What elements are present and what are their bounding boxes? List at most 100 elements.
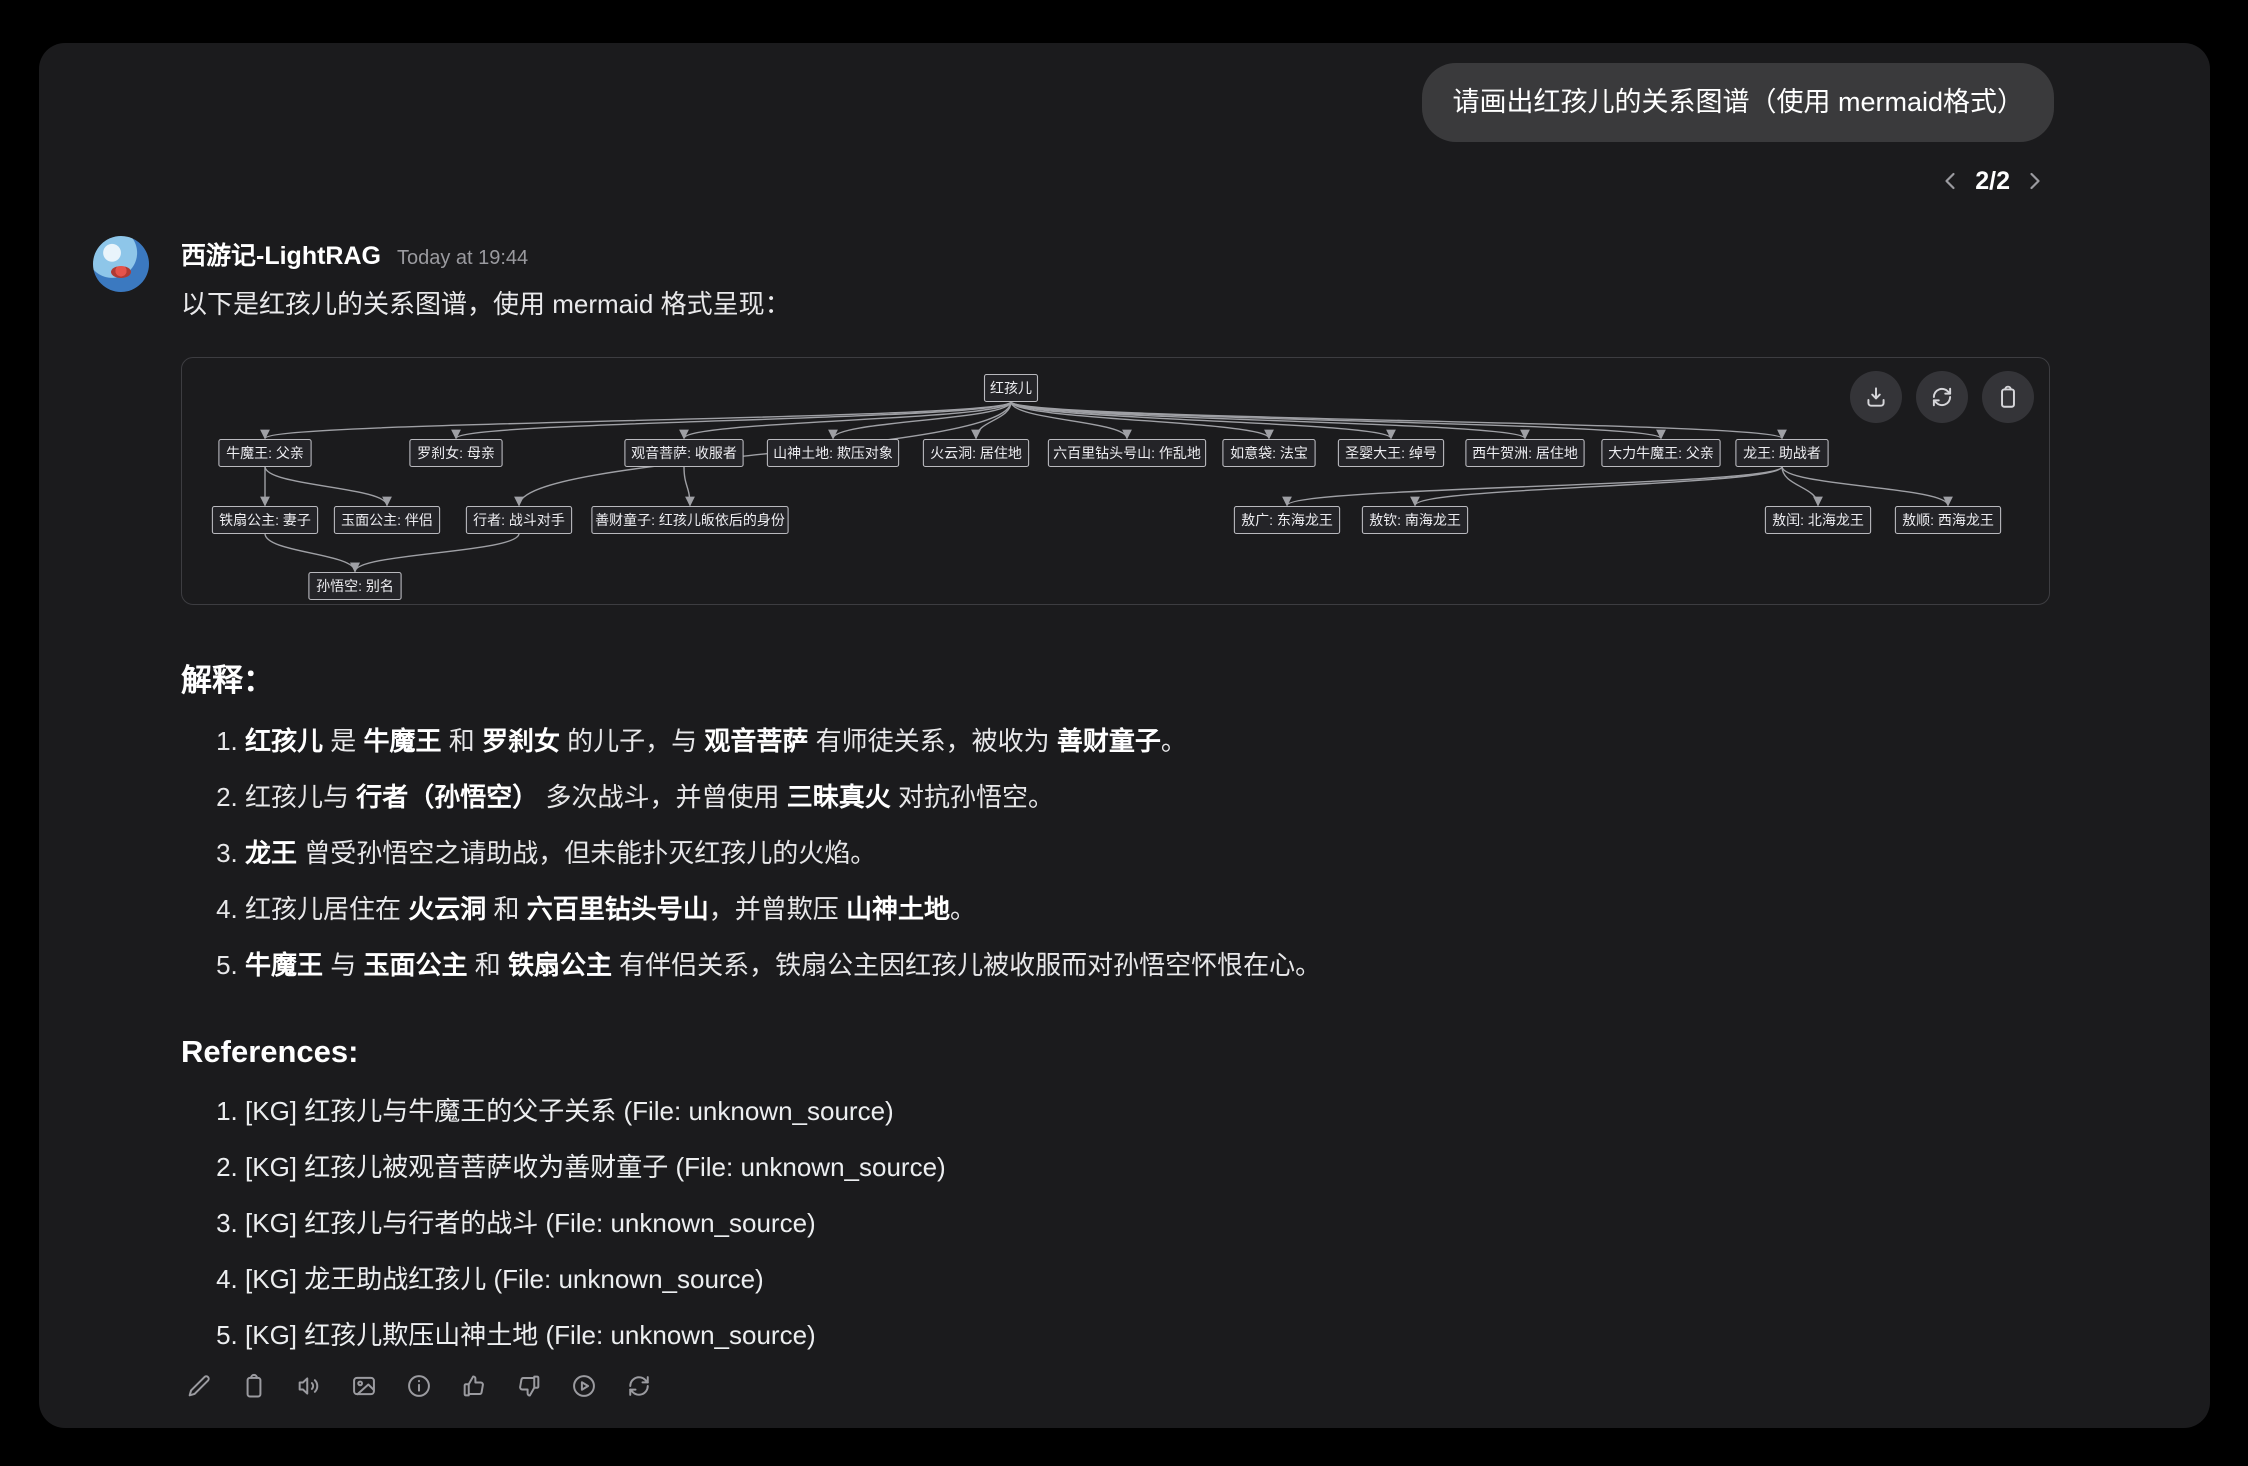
assistant-message: 西游记-LightRAG Today at 19:44 以下是红孩儿的关系图谱，… [93,236,2054,1400]
svg-text:玉面公主: 伴侣: 玉面公主: 伴侣 [341,512,433,528]
graph-edge [828,401,1012,440]
author-name[interactable]: 西游记-LightRAG [181,242,381,270]
regenerate-diagram-button[interactable] [1916,371,1968,423]
svg-text:敖顺: 西海龙王: 敖顺: 西海龙王 [1902,512,1994,528]
graph-node: 如意袋: 法宝 [1222,438,1316,468]
graph-edge [1781,466,1953,507]
svg-text:龙王: 助战者: 龙王: 助战者 [1743,445,1821,461]
svg-text:如意袋: 法宝: 如意袋: 法宝 [1230,445,1308,461]
graph-edge [1781,466,1823,507]
svg-text:火云洞: 居住地: 火云洞: 居住地 [930,445,1022,461]
graph-node: 敖钦: 南海龙王 [1361,505,1469,535]
graph-node: 观音菩萨: 收服者 [624,438,744,468]
graph-edge [264,466,392,507]
svg-text:敖钦: 南海龙王: 敖钦: 南海龙王 [1369,512,1461,528]
edit-button[interactable] [185,1372,213,1400]
graph-edge [1282,465,1783,507]
message-timestamp: Today at 19:44 [396,247,529,269]
graph-node: 六百里钻头号山: 作乱地 [1047,438,1207,468]
references-title: References: [181,1034,359,1069]
explanation-item: 红孩儿与 行者（孙悟空） 多次战斗，并曾使用 三昧真火 对抗孙悟空。 [245,778,2054,816]
play-circle-icon [573,1375,595,1397]
graph-node: 行者: 战斗对手 [465,505,573,535]
graph-node: 圣婴大王: 绰号 [1337,438,1445,468]
image-icon [353,1376,375,1396]
explanation-title: 解释： [181,663,274,698]
graph-edge [679,400,1012,440]
image-button[interactable] [350,1372,378,1400]
reference-item: [KG] 红孩儿欺压山神土地 (File: unknown_source) [245,1316,2054,1354]
svg-text:罗刹女: 母亲: 罗刹女: 母亲 [417,445,495,461]
clipboard-icon [246,1373,262,1398]
copy-diagram-button[interactable] [1982,371,2034,423]
play-button[interactable] [570,1372,598,1400]
info-button[interactable] [405,1372,433,1400]
thumbs-up-button[interactable] [460,1372,488,1400]
svg-text:红孩儿: 红孩儿 [990,380,1032,396]
diagram-toolbar [1850,371,2034,423]
graph-node: 大力牛魔王: 父亲 [1601,438,1721,468]
explanation-item: 红孩儿 是 牛魔王 和 罗刹女 的儿子，与 观音菩萨 有师徒关系，被收为 善财童… [245,722,2054,760]
graph-node: 敖广: 东海龙王 [1233,505,1341,535]
download-button[interactable] [1850,371,1902,423]
graph-node: 孙悟空: 别名 [308,571,402,601]
svg-text:敖广: 东海龙王: 敖广: 东海龙王 [1241,512,1333,528]
svg-text:牛魔王: 父亲: 牛魔王: 父亲 [226,445,304,461]
graph-node: 西牛贺洲: 居住地 [1465,438,1585,468]
graph-node: 山神土地: 欺压对象 [766,438,900,468]
message-actions-bar [185,1372,2054,1400]
graph-node: 善财童子: 红孩儿皈依后的身份 [591,505,789,535]
graph-node: 牛魔王: 父亲 [218,438,312,468]
avatar[interactable] [93,236,149,292]
reference-item: [KG] 红孩儿被观音菩萨收为善财童子 (File: unknown_sourc… [245,1148,2054,1186]
thumbs-down-icon [519,1375,540,1397]
user-message-row: 请画出红孩儿的关系图谱（使用 mermaid格式） [181,63,2054,142]
graph-edge [451,400,1012,440]
reference-item: [KG] 红孩儿与牛魔王的父子关系 (File: unknown_source) [245,1092,2054,1130]
download-icon [1867,387,1885,407]
graph-edge [683,466,695,507]
mermaid-diagram-card: 红孩儿牛魔王: 父亲 罗刹女: 母亲 观音菩萨: 收服者 山神土地: 欺压对象 火云洞:… [181,357,2050,605]
graph-edge [1010,400,1274,440]
svg-text:孙悟空: 别名: 孙悟空: 别名 [316,578,394,594]
graph-node: 敖顺: 西海龙王 [1894,505,2002,535]
pencil-icon [188,1375,210,1397]
info-icon [408,1375,430,1397]
svg-text:山神土地: 欺压对象: 山神土地: 欺压对象 [773,445,893,461]
response-pager: 2/2 [181,166,2054,196]
graph-node: 铁扇公主: 妻子 [211,505,319,535]
copy-button[interactable] [240,1372,268,1400]
explanation-item: 牛魔王 与 玉面公主 和 铁扇公主 有伴侣关系，铁扇公主因红孩儿被收服而对孙悟空… [245,946,2054,984]
svg-text:善财童子: 红孩儿皈依后的身份: 善财童子: 红孩儿皈依后的身份 [595,512,785,528]
graph-edge [1410,465,1783,507]
svg-text:观音菩萨: 收服者: 观音菩萨: 收服者 [631,445,737,461]
svg-text:铁扇公主: 妻子: 铁扇公主: 妻子 [219,512,311,528]
graph-node: 敖闰: 北海龙王 [1764,505,1872,535]
graph-node: 玉面公主: 伴侣 [333,505,441,535]
graph-node: 罗刹女: 母亲 [409,438,503,468]
chevron-left-icon [1945,172,1955,190]
refresh-icon [629,1376,649,1396]
thumbs-down-button[interactable] [515,1372,543,1400]
chevron-right-icon [2030,172,2040,190]
regenerate-button[interactable] [625,1372,653,1400]
pager-next-button[interactable] [2022,169,2046,193]
graph-edge [1010,400,1666,440]
svg-text:西牛贺洲: 居住地: 西牛贺洲: 居住地 [1472,445,1578,461]
references-list: [KG] 红孩儿与牛魔王的父子关系 (File: unknown_source)… [181,1092,2054,1354]
message-header: 西游记-LightRAG Today at 19:44 [181,236,2054,272]
speaker-icon [298,1377,319,1395]
svg-text:敖闰: 北海龙王: 敖闰: 北海龙王 [1772,512,1864,528]
svg-text:圣婴大王: 绰号: 圣婴大王: 绰号 [1345,445,1437,461]
refresh-icon [1932,387,1952,407]
svg-text:行者: 战斗对手: 行者: 战斗对手 [473,512,565,528]
graph-edge [1010,401,1132,440]
clipboard-icon [2001,385,2015,408]
graph-node: 红孩儿 [983,373,1039,403]
read-aloud-button[interactable] [295,1372,323,1400]
graph-edge [260,400,1012,440]
pager-label: 2/2 [1975,166,2010,195]
pager-prev-button[interactable] [1939,169,1963,193]
thumbs-up-icon [463,1375,484,1397]
